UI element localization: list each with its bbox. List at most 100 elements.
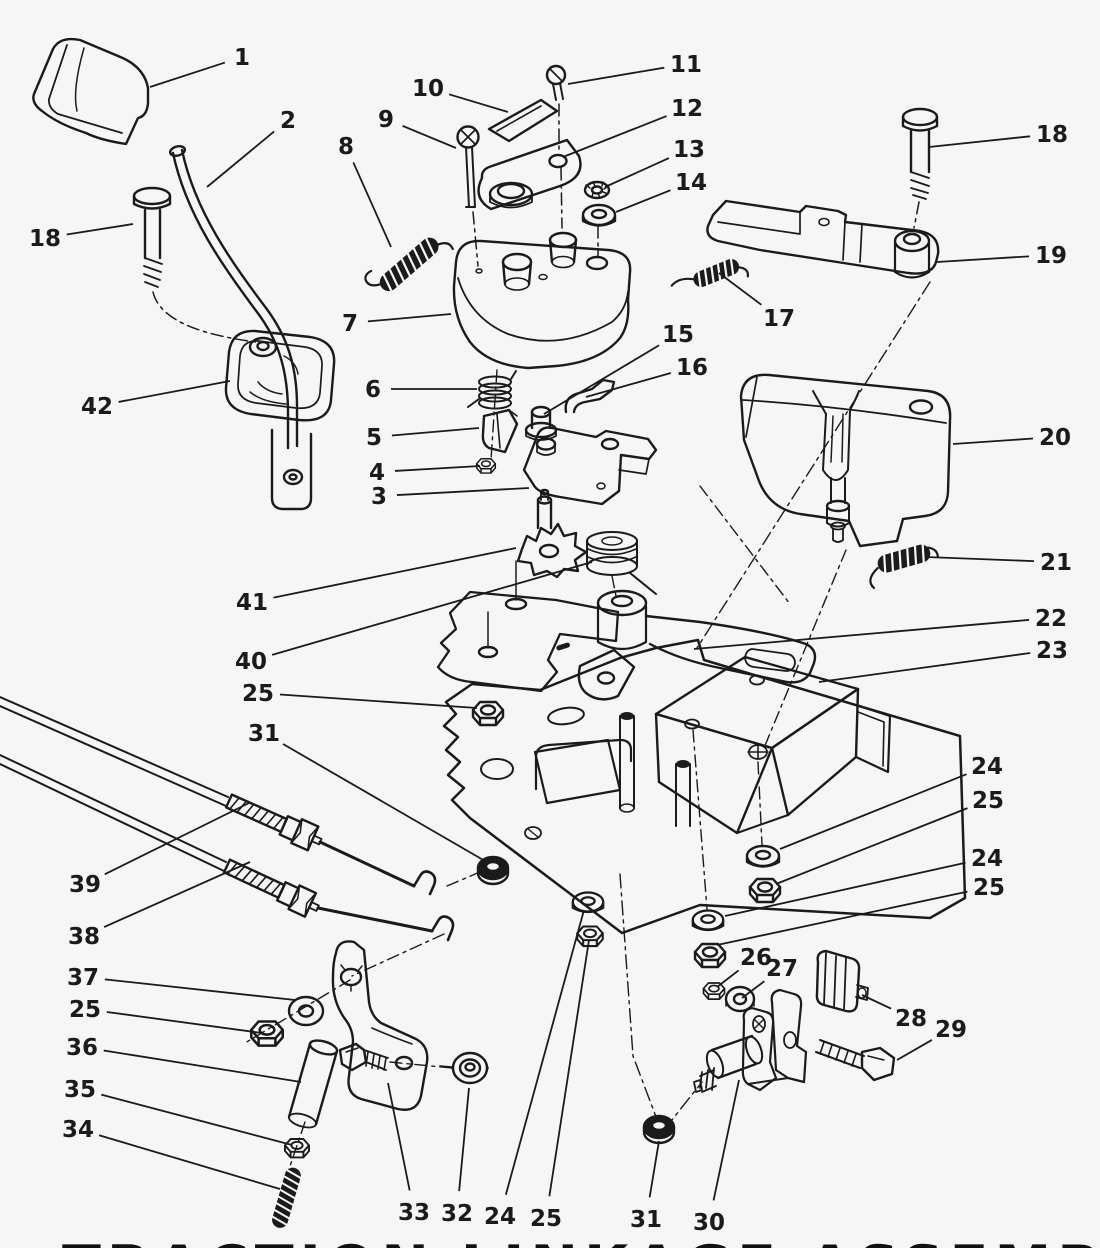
- callout-leader-8: [352, 162, 392, 248]
- callout-label-25: 25: [972, 788, 1004, 814]
- callout-label-12: 12: [671, 96, 703, 122]
- part-mount-plate-upper: [436, 560, 620, 693]
- callout-label-29: 29: [935, 1017, 967, 1043]
- part-nut-32: [439, 1051, 489, 1085]
- callout-label-32: 32: [441, 1201, 473, 1227]
- part-plate-10: [477, 98, 582, 211]
- part-pivot-15: [524, 405, 558, 441]
- callout-leader-24: [724, 861, 966, 917]
- callout-leader-36: [103, 1049, 302, 1083]
- part-arm-19: [706, 199, 940, 279]
- part-nut-25c: [576, 925, 604, 948]
- callout-leader-27: [741, 980, 765, 999]
- callout-leader-25: [106, 1011, 263, 1034]
- callout-label-21: 21: [1040, 550, 1072, 576]
- callout-label-11: 11: [670, 52, 702, 78]
- callout-leader-38: [103, 861, 251, 928]
- callout-leader-42: [118, 380, 231, 403]
- callout-label-37: 37: [67, 965, 99, 991]
- callout-leader-10: [448, 93, 509, 113]
- callout-label-39: 39: [69, 872, 101, 898]
- callout-label-6: 6: [365, 377, 381, 403]
- callout-leader-18: [66, 223, 134, 236]
- callout-leader-24: [779, 773, 967, 850]
- callout-leader-28: [861, 994, 892, 1010]
- callout-label-1: 1: [234, 45, 250, 71]
- part-screw-9: [456, 125, 480, 267]
- callout-label-30: 30: [693, 1210, 725, 1236]
- axis-guide-35: [287, 1121, 306, 1173]
- part-lever-3: [522, 426, 658, 506]
- axis-guide-19-22: [696, 281, 931, 649]
- callout-leader-4: [394, 465, 481, 472]
- part-nut-35: [284, 1138, 310, 1159]
- callout-label-4: 4: [369, 460, 385, 486]
- callout-label-24: 24: [971, 846, 1003, 872]
- part-nut-26: [702, 982, 726, 1000]
- callout-label-34: 34: [62, 1117, 94, 1143]
- part-lever-quadrant: [224, 329, 336, 422]
- axis-guide-37: [244, 979, 351, 1044]
- part-washer-13: [583, 180, 611, 200]
- part-washer-27: [724, 985, 756, 1013]
- callout-leader-30: [712, 1079, 740, 1201]
- part-spring-17: [670, 257, 750, 290]
- callout-label-17: 17: [763, 306, 795, 332]
- callout-leader-34: [98, 1134, 281, 1190]
- callout-label-28: 28: [895, 1006, 927, 1032]
- callout-label-25: 25: [973, 875, 1005, 901]
- figure-caption: TRACTION LINKAGE ASSEMBLY: [62, 1234, 1100, 1248]
- callout-leader-2: [206, 130, 275, 188]
- callout-leader-37: [104, 978, 296, 1001]
- callout-label-25: 25: [530, 1206, 562, 1232]
- part-damper-28: [815, 949, 869, 1013]
- callout-label-9: 9: [378, 107, 394, 133]
- callout-leader-18: [928, 135, 1031, 148]
- callout-label-26: 26: [740, 945, 772, 971]
- part-spring-21: [869, 542, 939, 590]
- part-pawl-5: [481, 408, 519, 454]
- callout-label-25: 25: [69, 997, 101, 1023]
- callout-leader-33: [387, 1082, 411, 1191]
- part-main-frame-plate: [442, 638, 967, 935]
- part-screw-11: [545, 64, 567, 229]
- callout-label-27: 27: [766, 956, 798, 982]
- callout-label-24: 24: [484, 1204, 516, 1230]
- callout-label-23: 23: [1036, 638, 1068, 664]
- callout-leader-19: [936, 255, 1030, 263]
- part-bolt-33: [338, 1042, 453, 1072]
- callout-label-31: 31: [248, 721, 280, 747]
- part-bell-crank: [331, 940, 429, 1111]
- callout-label-42: 42: [81, 394, 113, 420]
- callout-leader-15: [543, 344, 660, 415]
- part-bushing-31-plate: [476, 855, 510, 886]
- callout-leader-31: [282, 743, 486, 862]
- callout-label-3: 3: [371, 484, 387, 510]
- callout-label-33: 33: [398, 1200, 430, 1226]
- callout-leader-14: [615, 189, 671, 213]
- part-housing-20: [699, 373, 952, 749]
- callout-label-14: 14: [675, 170, 707, 196]
- callout-leader-39: [104, 802, 250, 876]
- callout-leader-24: [504, 909, 585, 1196]
- callout-label-18: 18: [29, 226, 61, 252]
- part-clevis-30: [693, 988, 808, 1093]
- callout-leader-22: [693, 619, 1030, 650]
- callout-leader-5: [391, 427, 480, 437]
- part-arm-22: [577, 589, 817, 701]
- callout-leader-23: [818, 652, 1031, 683]
- callout-leader-41: [273, 547, 517, 599]
- callout-leader-40: [271, 561, 593, 656]
- callout-label-41: 41: [236, 590, 268, 616]
- callout-label-7: 7: [342, 311, 358, 337]
- part-shift-lever-rod: [168, 145, 313, 511]
- callout-leader-25: [548, 939, 590, 1197]
- callout-label-24: 24: [971, 754, 1003, 780]
- part-spring-6: [467, 369, 517, 461]
- part-cable-38: [0, 754, 455, 977]
- callout-leader-25: [716, 890, 968, 946]
- callout-label-36: 36: [66, 1035, 98, 1061]
- callout-label-18: 18: [1036, 122, 1068, 148]
